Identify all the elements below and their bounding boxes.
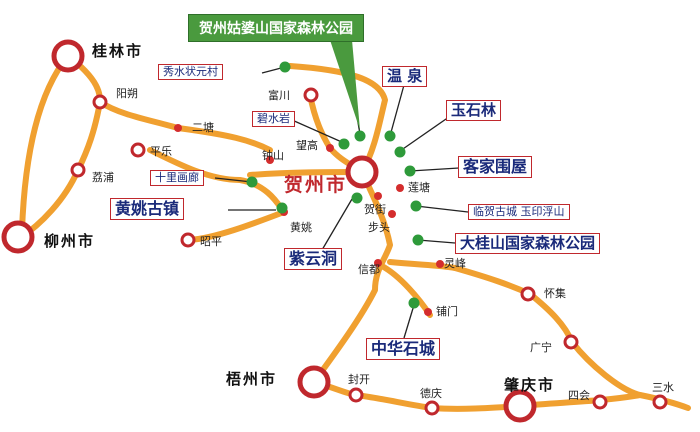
- liuzhou-marker: [1, 220, 35, 254]
- yangshuo-marker: [92, 94, 108, 110]
- kejia-dot: [404, 165, 416, 177]
- wuzhou-marker: [297, 365, 331, 399]
- attraction-kejiaweiwu: 客家围屋: [458, 156, 533, 178]
- wanggao-dot: [326, 144, 334, 152]
- hezhou-marker: [345, 155, 379, 189]
- label-guangning: 广宁: [530, 341, 552, 354]
- label-zhongshan: 钟山: [262, 149, 284, 162]
- label-butou: 步头: [368, 221, 390, 234]
- attraction-ziyundong: 紫云洞: [284, 248, 343, 270]
- road-pingle-huangyao: [147, 147, 287, 215]
- stop-dots: [174, 124, 444, 316]
- gupo-dot: [354, 130, 366, 142]
- label-pumen: 铺门: [436, 305, 458, 318]
- yushilin-dot: [394, 146, 406, 158]
- label-deqing: 德庆: [420, 387, 442, 400]
- road-guilin-liuzhou: [19, 53, 71, 233]
- label-guilin: 桂林市: [92, 42, 144, 60]
- shili-dot: [246, 176, 258, 188]
- zhaoping-marker: [180, 232, 196, 248]
- road-wuzhou-zhaoqing: [311, 379, 691, 412]
- label-zhaoping: 昭平: [200, 235, 222, 248]
- label-wanggao: 望高: [296, 139, 318, 152]
- road-huangyao-zhaoping: [187, 209, 287, 243]
- attraction-dots: [246, 61, 424, 309]
- liantang-dot: [396, 184, 404, 192]
- road-yangshuo-lipu: [17, 99, 103, 241]
- zhongshan-dot: [266, 156, 274, 164]
- sihui-marker: [592, 394, 608, 410]
- ertang-dot: [174, 124, 182, 132]
- label-huaiji: 怀集: [544, 287, 566, 300]
- label-wuzhou: 梧州市: [226, 370, 278, 388]
- label-liantang: 莲塘: [408, 181, 430, 194]
- guangning-marker: [563, 334, 579, 350]
- attraction-wenquan: 温 泉: [382, 66, 428, 87]
- zhaoqing-marker: [503, 389, 537, 423]
- label-yangshuo: 阳朔: [116, 87, 138, 100]
- attraction-zhonghuashicheng: 中华石城: [366, 338, 441, 360]
- xiushui-dot: [279, 61, 291, 73]
- label-pingle: 平乐: [150, 145, 172, 158]
- butou-dot: [388, 210, 396, 218]
- lipu-marker: [70, 162, 86, 178]
- label-hejie: 贺街: [364, 203, 386, 216]
- label-fuchuan: 富川: [268, 89, 290, 102]
- attraction-daguishan: 大桂山国家森林公园: [455, 233, 601, 254]
- banner-pointer: [330, 40, 360, 130]
- label-zhaoqing: 肇庆市: [504, 376, 556, 394]
- label-fengkai: 封开: [348, 373, 370, 386]
- dagui-dot: [412, 234, 424, 246]
- label-lingfeng: 灵峰: [444, 257, 466, 270]
- label-lipu: 荔浦: [92, 171, 114, 184]
- fengkai-marker: [348, 387, 364, 403]
- label-xindu: 信都: [358, 263, 380, 276]
- sanshui-marker: [652, 394, 668, 410]
- attraction-linhe: 临贺古城 玉印浮山: [468, 204, 570, 221]
- linhe-dot: [410, 200, 422, 212]
- wenquan-dot: [384, 130, 396, 142]
- guilin-marker: [51, 39, 85, 73]
- label-sihui: 四会: [568, 389, 590, 402]
- bishuiyan-dot: [338, 138, 350, 150]
- attraction-shililanglang: 十里画廊: [150, 170, 204, 187]
- road-xindu-pumen: [377, 262, 433, 318]
- pingle-marker: [130, 142, 146, 158]
- banner-gupo-park: 贺州姑婆山国家森林公园: [188, 14, 364, 42]
- major-cities: [1, 39, 537, 423]
- label-liuzhou: 柳州市: [44, 232, 96, 250]
- label-ertang: 二塘: [192, 121, 214, 134]
- xindu-dot: [374, 259, 382, 267]
- label-hezhou: 贺州市: [284, 174, 348, 196]
- hejie-dot: [374, 192, 382, 200]
- pumen-dot: [424, 308, 432, 316]
- fuchuan-marker: [303, 87, 319, 103]
- deqing-marker: [424, 400, 440, 416]
- town-markers: [70, 87, 668, 416]
- attraction-xiushui: 秀水状元村: [158, 64, 223, 81]
- label-huangyao: 黄姚: [290, 221, 312, 234]
- ziyun-dot: [351, 192, 363, 204]
- huaiji-marker: [520, 286, 536, 302]
- road-hezhou-south: [311, 169, 393, 385]
- lingfeng-dot: [436, 260, 444, 268]
- zhonghua-dot: [408, 297, 420, 309]
- huangyao-gu-dot: [276, 202, 288, 214]
- attraction-huangyao-town: 黄姚古镇: [110, 198, 185, 220]
- road-hezhou-north: [287, 63, 388, 175]
- label-sanshui: 三水: [652, 381, 674, 394]
- attraction-yushilin: 玉石林: [446, 100, 502, 121]
- road-guilin-hezhou-north: [65, 53, 273, 153]
- attraction-bishuiyan: 碧水岩: [252, 111, 295, 128]
